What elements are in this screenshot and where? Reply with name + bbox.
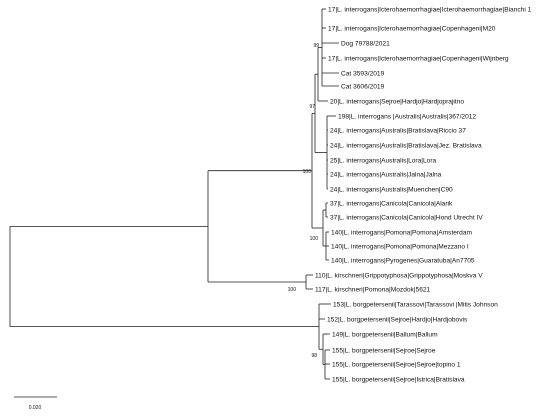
taxon-label: 25|L. interrogans|Australis|Lora|Lora	[330, 157, 437, 164]
taxon-label: 37|L. interrogans|Canicola|Canicola|Hond…	[330, 214, 483, 221]
taxon-label: 140|L. interrogans|Pomona|Pomona|Amsterd…	[331, 229, 473, 236]
taxon-label: 20|L. interrogans|Sejroe|Hardjo|Hardjopr…	[330, 98, 464, 105]
taxon-label: Cat 3593/2019	[341, 70, 385, 77]
taxon-label: 24|L. interrogans|Australis|Bratislava|R…	[330, 127, 466, 134]
tree-branches	[9, 8, 339, 380]
bootstrap-value: 100	[303, 169, 312, 175]
bootstrap-value: 99	[313, 43, 319, 49]
taxon-label: 110|L. kirschneri|Grippotyphosa|Grippoty…	[315, 272, 483, 279]
taxon-label: 155|L. borgpetersenii|Sejroe|Sejroe	[332, 347, 436, 354]
taxon-label: 140|L. interrogans|Pomona|Pomona|Mezzano…	[331, 243, 469, 250]
taxon-label: 140|L. interrogans|Pyrogenes|Guaratuba|A…	[331, 257, 475, 264]
taxon-label: 155|L. borgpetersenii|Sejroe|Sejroe|topi…	[332, 361, 461, 368]
scale-bar-label: 0.020	[29, 405, 42, 411]
bootstrap-value: 97	[309, 104, 315, 110]
taxon-label: 198|L. interrogans |Australis|Australis|…	[338, 113, 476, 120]
taxon-label: 117|L. kirschneri|Pomona|Mozdok|5621	[315, 286, 431, 293]
bootstrap-value: 100	[310, 236, 319, 242]
taxon-label: 149|L. borgpetersenii|Ballum|Ballum	[332, 331, 438, 338]
taxon-label: 155|L. borgpetersenii|Sejroe|Istrica|Bra…	[332, 376, 465, 383]
taxon-label: 17|L. interrogans|Icterohaemorrhagiae|Co…	[328, 55, 509, 62]
taxon-label: 37|L. interrogans|Canicola|Canicola|Alar…	[330, 200, 453, 207]
taxon-label: 17|L. interrogans|Icterohaemorrhagiae|Ic…	[328, 6, 532, 13]
taxon-label: Cat 3606/2019	[341, 83, 385, 90]
taxon-label: 17|L. interrogans|Icterohaemorrhagiae|Co…	[328, 25, 496, 32]
taxon-label: 24|L. interrogans|Australis|Muenchen|C90	[330, 186, 453, 193]
bootstrap-value: 100	[288, 287, 297, 293]
taxon-labels: 17|L. interrogans|Icterohaemorrhagiae|Ic…	[315, 6, 532, 383]
taxon-label: 24|L. interrogans|Australis|Jalna|Jalna	[330, 171, 442, 178]
bootstrap-value: 98	[311, 353, 317, 359]
taxon-label: 152|L. borgpetersenii|Sejroe|Hardjo|Hard…	[327, 316, 468, 323]
taxon-label: 153|L. borgpetersenii|Tarassovi|Tarassov…	[333, 301, 498, 308]
taxon-label: 24|L. interrogans|Australis|Bratislava|J…	[330, 142, 482, 149]
bootstrap-values: 99 97 100 100 100 98	[288, 43, 320, 359]
taxon-label: Dog 79788/2021	[341, 40, 390, 47]
scale-bar: 0.020	[14, 396, 57, 411]
